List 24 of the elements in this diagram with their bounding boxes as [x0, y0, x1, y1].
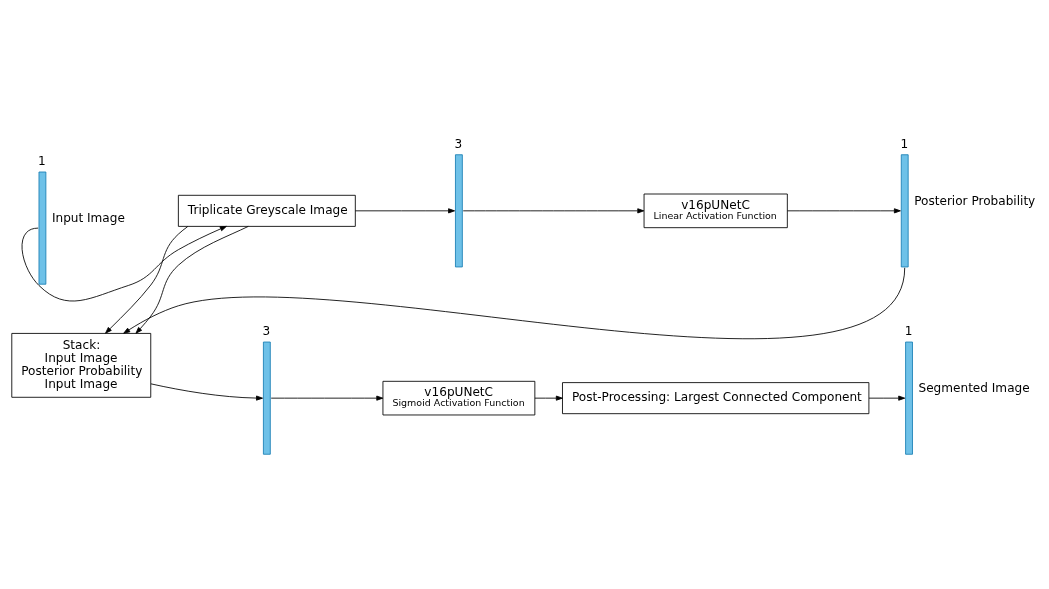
- node-label: 3: [262, 323, 271, 338]
- arrow: [462, 207, 645, 213]
- node-label: 1: [904, 323, 913, 338]
- node-box: Stack: Input Image Posterior Probability Input Image: [11, 332, 152, 398]
- arrow: [135, 225, 249, 334]
- node-label: Segmented Image: [918, 380, 1030, 395]
- arrow: [355, 207, 455, 213]
- node-label: Input Image: [51, 210, 125, 225]
- node-label: 1: [38, 153, 46, 168]
- arrow: [270, 395, 384, 401]
- arrow: [787, 207, 901, 213]
- arrow: [868, 395, 906, 401]
- arrow: [21, 225, 227, 301]
- node-label: Posterior Probability: [914, 193, 1036, 208]
- node-box: v16pUNetC Sigmoid Activation Function: [382, 380, 536, 415]
- arrow: [105, 225, 189, 334]
- node-box: Triplicate Greyscale Image: [177, 194, 356, 227]
- arrow: [150, 382, 263, 401]
- node-label: 1: [900, 136, 909, 151]
- arrow: [123, 266, 906, 339]
- node-label: 3: [454, 136, 463, 151]
- arrow: [534, 395, 563, 401]
- node-box: Post-Processing: Largest Connected Component: [562, 381, 870, 414]
- node-box: v16pUNetC Linear Activation Function: [643, 193, 788, 228]
